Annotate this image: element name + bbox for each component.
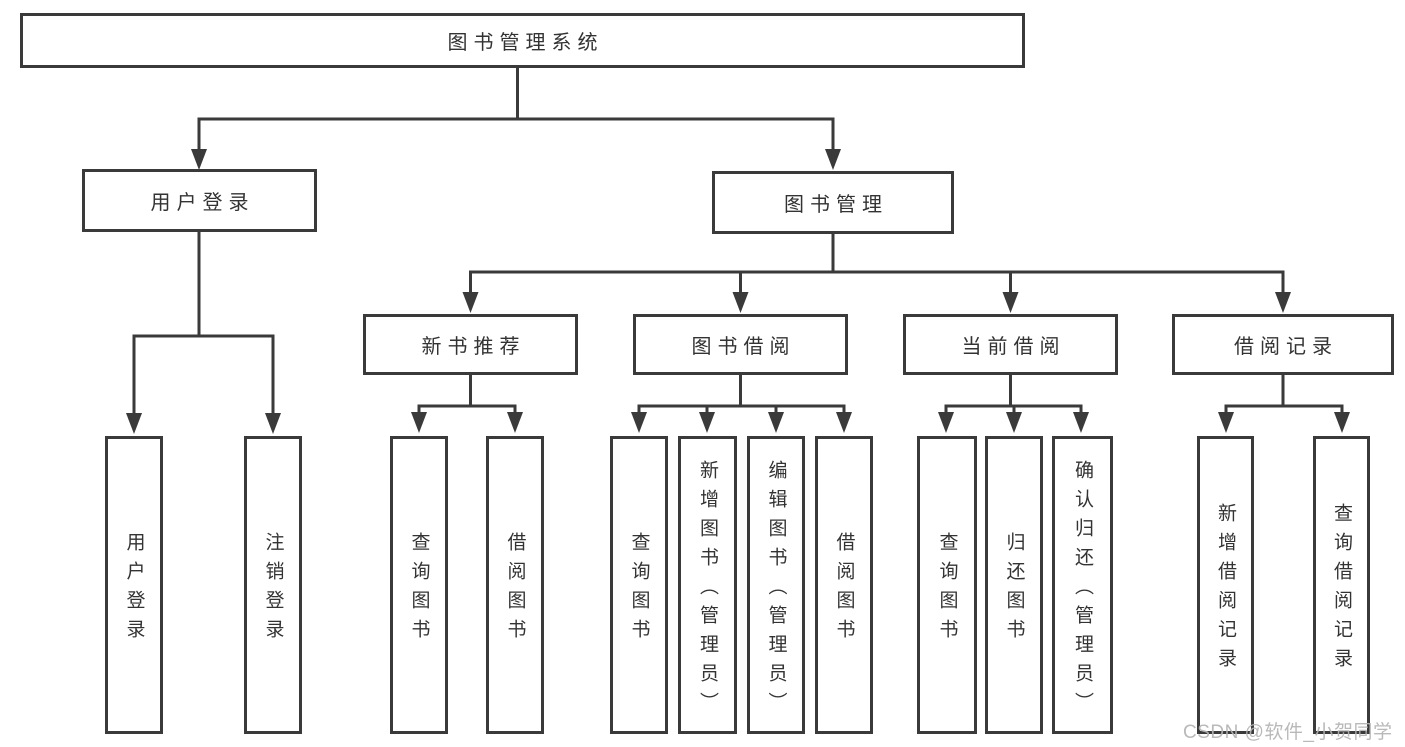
node-book-management: 图书管理 — [712, 171, 954, 234]
node-book-borrowing: 图书借阅 — [633, 314, 848, 375]
node-current-borrowing: 当前借阅 — [903, 314, 1118, 375]
node-logout: 注销登录 — [244, 436, 302, 734]
node-label: 图书管理系统 — [447, 32, 604, 54]
node-new-book-recommendation: 新书推荐 — [363, 314, 578, 375]
node-label: 用户登录 — [150, 192, 255, 214]
node-user-login: 用户登录 — [82, 169, 317, 232]
connector-user-login — [126, 231, 281, 434]
node-label: 新增借阅记录 — [1215, 503, 1236, 677]
watermark: CSDN @软件_小贺同学 — [1183, 722, 1393, 743]
node-confirm-return-admin: 确认归还（管理员） — [1052, 436, 1113, 734]
connector-book-borrowing — [631, 373, 852, 433]
connector-new-book-recommendation — [411, 373, 523, 433]
node-label: 新书推荐 — [421, 336, 526, 358]
connector-borrowing-records — [1218, 375, 1350, 433]
node-query-books-recommend: 查询图书 — [390, 436, 448, 734]
node-query-books-current: 查询图书 — [917, 436, 977, 734]
node-user-login-leaf: 用户登录 — [105, 436, 163, 734]
node-label: 查询借阅记录 — [1331, 503, 1352, 677]
connector-current-borrowing — [938, 373, 1089, 433]
node-label: 编辑图书（管理员） — [765, 459, 787, 721]
node-label: 归还图书 — [1003, 532, 1025, 648]
node-label: 查询图书 — [628, 532, 650, 648]
node-label: 图书管理 — [784, 194, 888, 216]
node-label: 新增图书（管理员） — [697, 459, 718, 721]
node-edit-book-admin: 编辑图书（管理员） — [747, 436, 805, 734]
connector-book-management — [462, 233, 1291, 313]
node-label: 借阅图书 — [833, 532, 855, 648]
node-query-borrow-record: 查询借阅记录 — [1313, 436, 1370, 734]
node-library-management-system: 图书管理系统 — [20, 13, 1025, 68]
connector-root — [191, 67, 841, 170]
node-label: 用户登录 — [123, 532, 145, 648]
node-label: 图书借阅 — [691, 336, 796, 358]
node-add-borrow-record: 新增借阅记录 — [1197, 436, 1254, 734]
node-return-books: 归还图书 — [985, 436, 1043, 734]
node-label: 查询图书 — [408, 532, 430, 648]
node-label: 当前借阅 — [961, 336, 1066, 358]
node-label: 借阅记录 — [1234, 336, 1338, 358]
node-add-book-admin: 新增图书（管理员） — [678, 436, 737, 734]
node-borrowing-records: 借阅记录 — [1172, 314, 1394, 375]
node-label: 借阅图书 — [504, 532, 526, 648]
node-borrow-books-leaf: 借阅图书 — [815, 436, 873, 734]
node-label: 查询图书 — [936, 532, 958, 648]
node-label: 确认归还（管理员） — [1072, 459, 1093, 721]
node-query-books-borrowing: 查询图书 — [610, 436, 668, 734]
node-borrow-books-recommend: 借阅图书 — [486, 436, 544, 734]
node-label: 注销登录 — [262, 532, 284, 648]
